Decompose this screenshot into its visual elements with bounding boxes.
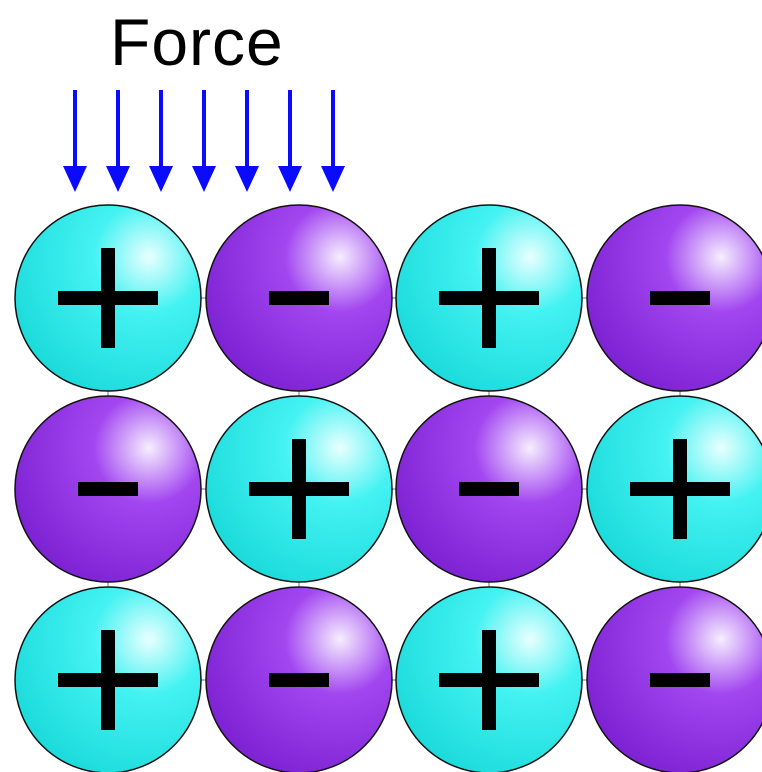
minus-sign (78, 482, 138, 496)
positive-ion (206, 396, 392, 582)
positive-ion (15, 205, 201, 391)
minus-sign (650, 291, 710, 305)
positive-ion (587, 396, 762, 582)
positive-ion (15, 587, 201, 772)
negative-ion (15, 396, 201, 582)
positive-ion (396, 205, 582, 391)
negative-ion (587, 205, 762, 391)
negative-ion (587, 587, 762, 772)
minus-sign (269, 673, 329, 687)
force-arrow (192, 90, 216, 192)
ion-grid (15, 205, 762, 772)
negative-ion (206, 587, 392, 772)
force-arrow (278, 90, 302, 192)
negative-ion (396, 396, 582, 582)
force-arrows (63, 90, 345, 192)
force-arrow (149, 90, 173, 192)
force-arrow (235, 90, 259, 192)
minus-sign (269, 291, 329, 305)
positive-ion (396, 587, 582, 772)
force-arrow (106, 90, 130, 192)
force-arrow (321, 90, 345, 192)
minus-sign (459, 482, 519, 496)
negative-ion (206, 205, 392, 391)
force-arrow (63, 90, 87, 192)
minus-sign (650, 673, 710, 687)
